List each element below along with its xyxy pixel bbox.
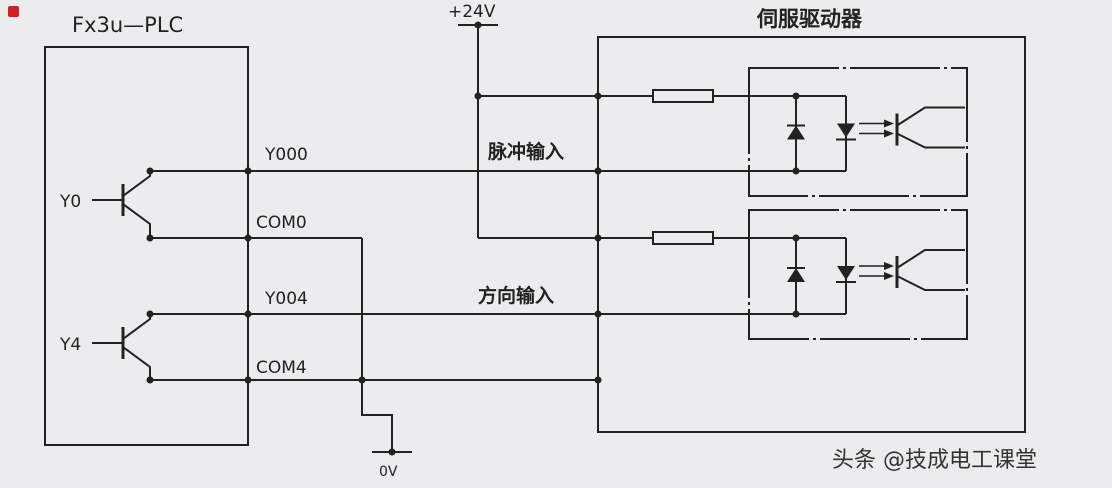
servo-box — [597, 36, 1026, 433]
y0-label: Y0 — [59, 192, 81, 212]
red-marker — [8, 6, 19, 17]
plc-box — [44, 46, 249, 446]
wires — [150, 24, 653, 453]
protection-diode-icon — [787, 268, 805, 282]
led-icon — [837, 123, 855, 138]
optocoupler-pulse — [598, 67, 968, 197]
optocoupler-box — [748, 67, 968, 197]
transistor-y4 — [92, 314, 151, 380]
zero-v-label: 0V — [379, 464, 398, 480]
optocoupler-box — [748, 209, 968, 340]
transistor-y0 — [92, 171, 151, 238]
pulse-input-label: 脉冲输入 — [487, 140, 564, 163]
resistor — [652, 231, 714, 245]
y000-label: Y000 — [264, 145, 308, 165]
junction-dots — [146, 21, 602, 456]
optocoupler-direction — [598, 209, 968, 340]
direction-input-label: 方向输入 — [478, 284, 554, 307]
resistor — [652, 89, 714, 103]
com0-label: COM0 — [256, 213, 307, 233]
com4-label: COM4 — [256, 358, 307, 378]
led-icon — [837, 266, 855, 280]
plus-24v-label: +24V — [448, 2, 496, 22]
protection-diode-icon — [787, 125, 805, 140]
y4-label: Y4 — [59, 335, 81, 355]
plc-title: Fx3u—PLC — [72, 13, 183, 37]
y004-label: Y004 — [264, 289, 308, 309]
watermark: 头条 @技成电工课堂 — [832, 448, 1037, 473]
servo-title: 伺服驱动器 — [756, 7, 863, 31]
